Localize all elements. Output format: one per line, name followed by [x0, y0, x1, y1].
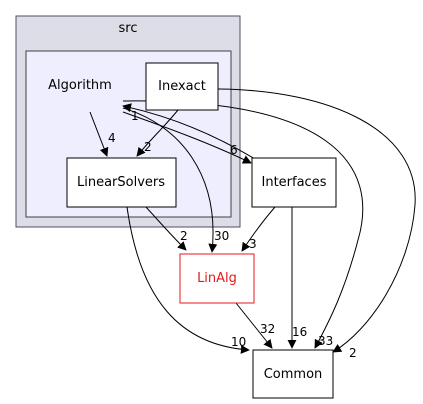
edge-algorithm-common [122, 100, 364, 349]
edge-inexact-linear-solvers [136, 109, 179, 157]
node-common-box [252, 349, 334, 399]
node-linalg-label: LinAlg [197, 271, 237, 286]
edge-label-interfaces-linalg: 3 [249, 237, 257, 251]
edge-algorithm-interfaces [122, 111, 252, 164]
edge-label-algorithm-common: 33 [318, 334, 333, 348]
edge-linear-solvers-common [126, 206, 250, 354]
node-interfaces-box [251, 157, 337, 208]
edge-algorithm-linalg [122, 107, 218, 253]
node-linalg[interactable]: LinAlg [179, 253, 255, 304]
edge-linalg-common [235, 302, 273, 349]
node-interfaces[interactable]: Interfaces [251, 157, 337, 208]
node-linear-solvers[interactable]: LinearSolvers [66, 157, 177, 208]
edge-label-algorithm-interfaces: 6 [230, 143, 238, 157]
edges: 4 2 1 6 2 30 3 10 32 16 33 2 [89, 88, 416, 360]
node-inexact[interactable]: Inexact [145, 62, 219, 111]
edge-inexact-common [217, 88, 416, 353]
cluster-algorithm-label: Algorithm [48, 78, 112, 93]
node-common-label: Common [264, 367, 323, 382]
edge-label-linalg-common: 32 [260, 322, 275, 336]
edge-label-algorithm-linalg: 30 [214, 229, 229, 243]
edge-label-interfaces-common: 16 [292, 325, 307, 339]
node-common[interactable]: Common [252, 349, 334, 399]
node-linalg-box [179, 253, 255, 304]
node-inexact-label: Inexact [158, 79, 206, 94]
edge-label-algorithm-linear-solvers: 4 [108, 131, 116, 145]
edge-interfaces-algorithm [122, 103, 256, 160]
node-inexact-box [145, 62, 219, 111]
edge-label-linear-solvers-linalg: 2 [180, 229, 188, 243]
node-linear-solvers-label: LinearSolvers [77, 175, 165, 190]
node-interfaces-label: Interfaces [262, 175, 327, 190]
edge-interfaces-linalg [241, 206, 276, 252]
node-linear-solvers-box [66, 157, 177, 208]
edge-label-linear-solvers-common: 10 [231, 335, 246, 349]
cluster-src-label: src [119, 21, 138, 36]
edge-linear-solvers-linalg [144, 205, 187, 251]
edge-label-inexact-linear-solvers: 2 [144, 140, 152, 154]
edge-label-inexact-common: 2 [349, 346, 357, 360]
edge-algorithm-linear-solvers [89, 111, 109, 157]
